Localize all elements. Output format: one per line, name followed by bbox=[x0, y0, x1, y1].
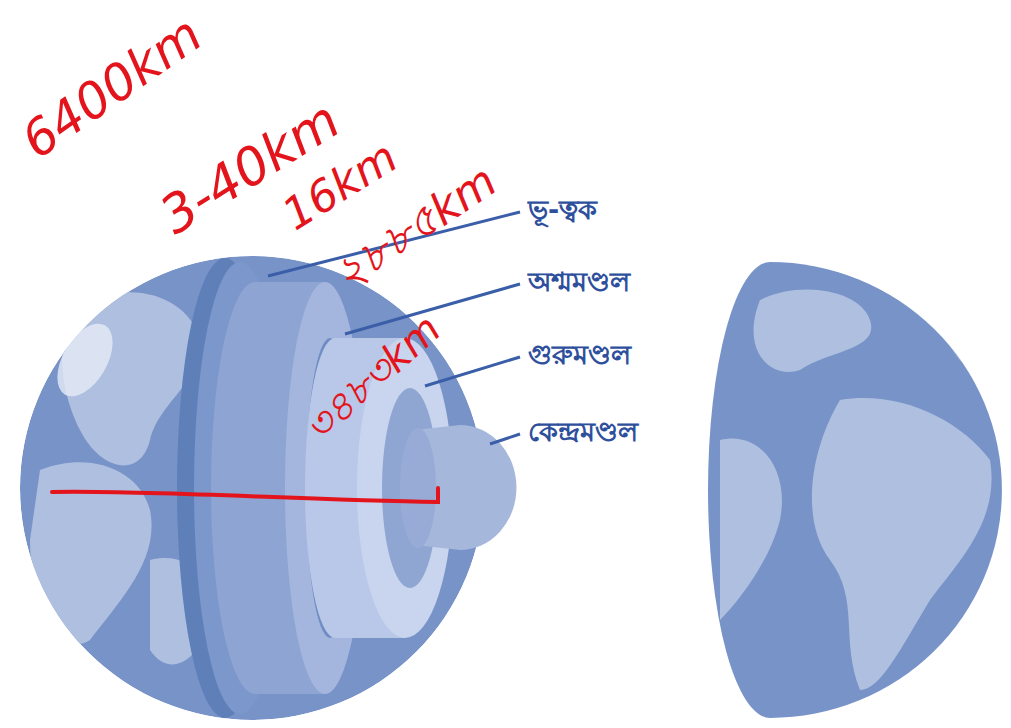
layer-label: অশ্মমণ্ডল bbox=[528, 267, 630, 297]
layer-label: কেন্দ্রমণ্ডল bbox=[528, 417, 638, 447]
left-hemisphere bbox=[20, 256, 484, 720]
radius-mark bbox=[52, 488, 438, 502]
layer-label: গুরুমণ্ডল bbox=[528, 340, 631, 370]
radius-note: 6400km bbox=[12, 7, 211, 170]
layer-label: ভূ-ত্বক bbox=[528, 195, 597, 225]
right-hemisphere bbox=[690, 255, 1011, 725]
